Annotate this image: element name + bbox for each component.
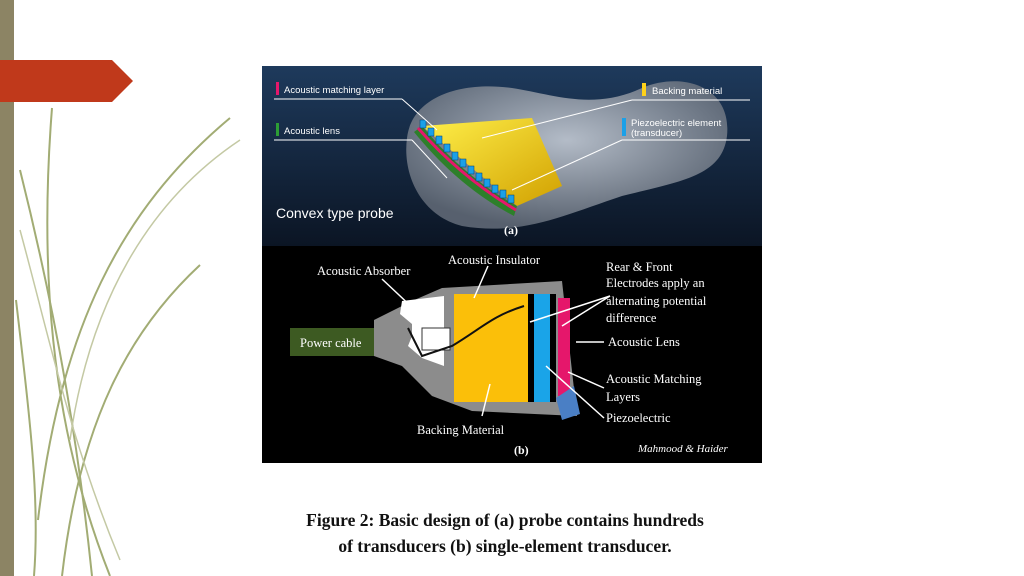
front-electrode: [550, 294, 556, 402]
backing-material-block: [454, 294, 528, 402]
legend-piezo-line2: (transducer): [631, 128, 682, 139]
legend-swatch-piezo: [622, 118, 626, 136]
leader-lines-b: [381, 265, 611, 419]
caption-line2: of transducers (b) single-element transd…: [338, 536, 672, 556]
legend-swatch-lens: [276, 123, 279, 136]
signal-wire: [407, 305, 525, 358]
signature: Mahmood & Haider: [637, 443, 729, 455]
decorative-leaves: [15, 107, 241, 576]
label-electrodes-line3: alternating potential: [606, 294, 707, 308]
label-acoustic-lens: Acoustic Lens: [608, 335, 680, 349]
element-array-a: [419, 119, 515, 204]
label-power-cable: Power cable: [300, 336, 362, 350]
label-electrodes-line2: Electrodes apply an: [606, 276, 705, 290]
matching-strip-a: [416, 127, 517, 212]
legend-swatch-matching: [276, 82, 279, 95]
label-piezoelectric: Piezoelectric: [606, 411, 671, 425]
label-backing-material: Backing Material: [417, 423, 505, 437]
figure-caption: Figure 2: Basic design of (a) probe cont…: [200, 507, 810, 559]
accent-arrow: [0, 60, 133, 102]
legend-swatch-backing: [642, 83, 646, 96]
acoustic-lens-block: [556, 386, 580, 420]
legend-lens: Acoustic lens: [284, 126, 340, 137]
probe-figure: Acoustic matching layer Acoustic lens Ba…: [262, 66, 762, 463]
label-electrodes-line1: Rear & Front: [606, 260, 673, 274]
label-acoustic-absorber: Acoustic Absorber: [317, 264, 411, 278]
leader-lines-a: [274, 98, 750, 191]
figure-b-label: (b): [514, 443, 529, 457]
legend-piezo-line1: Piezoelectric element: [631, 118, 722, 129]
rear-electrode: [528, 294, 534, 402]
figure-a-label: (a): [504, 223, 518, 237]
piezoelectric-element: [534, 294, 550, 402]
label-acoustic-insulator: Acoustic Insulator: [448, 253, 541, 267]
figure-a-title: Convex type probe: [276, 205, 394, 221]
backing-block-a: [422, 118, 562, 206]
label-electrodes-line4: difference: [606, 311, 657, 325]
side-bar: [0, 0, 14, 576]
label-matching-line2: Layers: [606, 390, 640, 404]
label-matching-line1: Acoustic Matching: [606, 372, 702, 386]
caption-line1: Figure 2: Basic design of (a) probe cont…: [306, 510, 704, 530]
absorber-block: [421, 327, 451, 351]
legend-matching-layer: Acoustic matching layer: [284, 85, 384, 96]
probe-diagram: Acoustic matching layer Acoustic lens Ba…: [262, 66, 762, 463]
legend-backing: Backing material: [652, 86, 722, 97]
